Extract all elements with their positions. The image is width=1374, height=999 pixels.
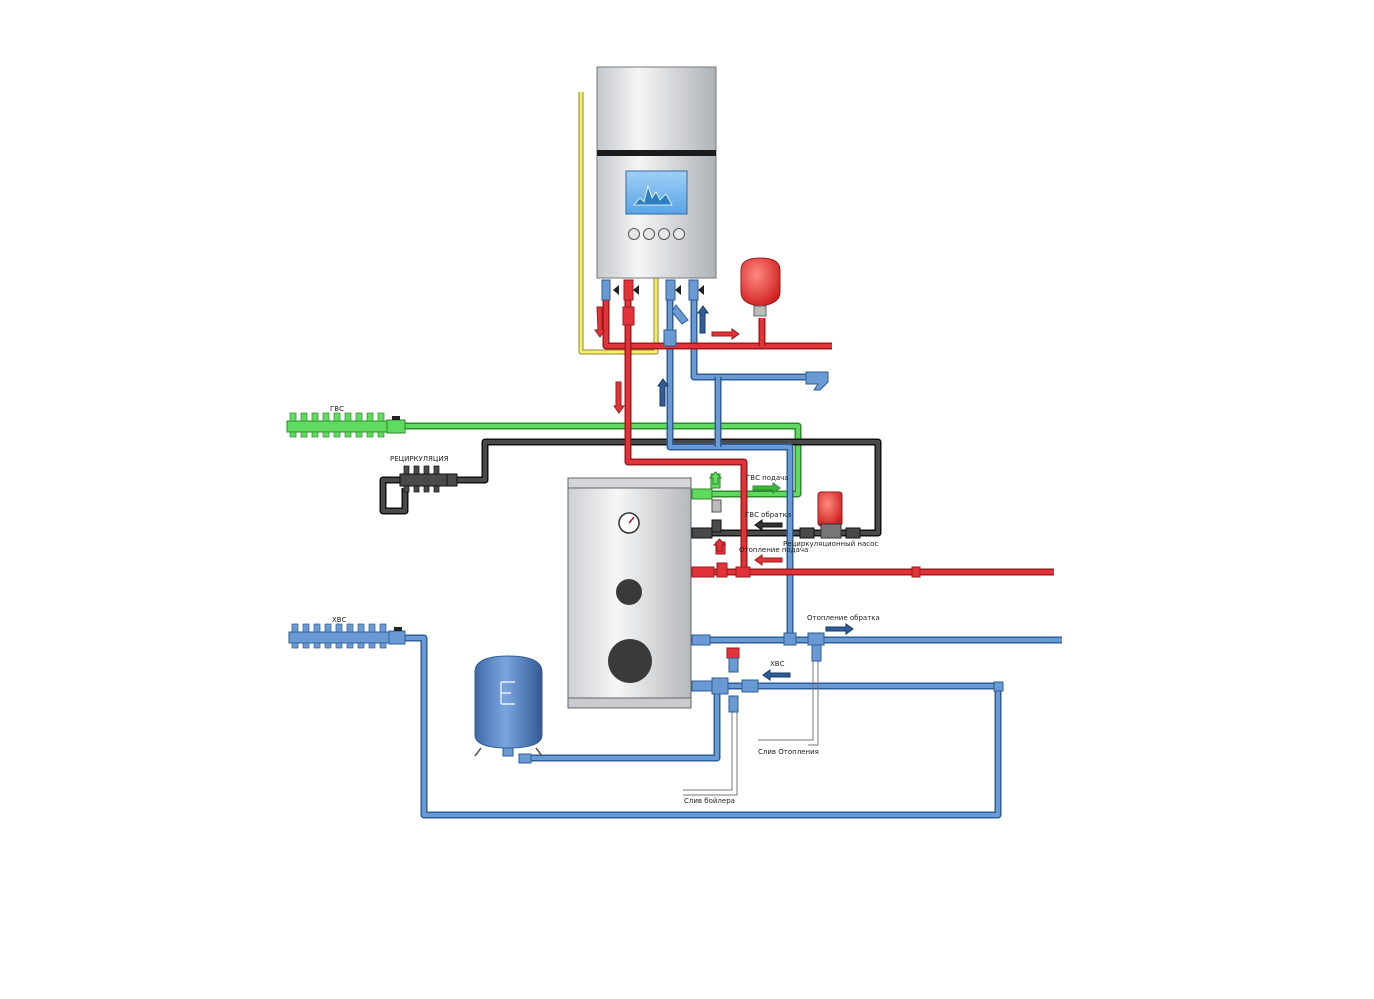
recirculation-manifold [399,465,458,493]
arrow-up-icon [657,378,669,407]
boiler-knob [643,228,655,240]
cold-expansion-vessel [474,655,543,764]
label-heating-supply: Отопление подача [739,546,808,554]
flame-icon [633,184,673,206]
wall-boiler [596,66,717,279]
drain-boiler-line [683,712,738,796]
label-recirculation: РЕЦИРКУЛЯЦИЯ [390,455,449,463]
flow-arrows [594,305,854,681]
label-gvs-return: ГВС обратка [745,511,791,519]
safety-valve-icon [726,647,740,659]
label-drain-boiler: Слив бойлера [684,797,735,805]
arrow-right-icon [711,328,740,340]
gvs-manifold [286,412,406,438]
boiler-knob [628,228,640,240]
arrow-right-icon [825,623,854,635]
boiler-knob [673,228,685,240]
hot-pipes [602,290,1054,576]
label-xvs-inlet: ХВС [770,660,785,668]
drain-heating-line [808,660,819,746]
y-filter-icon [671,304,689,325]
labels: ГВС РЕЦИРКУЛЯЦИЯ ХВС ГВС подача ГВС обра… [330,405,880,805]
xvs-manifold [288,623,406,649]
arrow-down-icon [613,381,625,414]
label-drain-heating: Слив Отопления [758,748,819,756]
heating-expansion-tank [740,257,781,317]
arrow-right-icon [752,482,781,494]
label-gvs: ГВС [330,405,344,413]
cold-pipes [405,290,1062,819]
boiler-valves [601,279,704,347]
label-xvs-manifold: ХВС [332,616,347,624]
strainer-icon [805,371,829,391]
recirculation-pump [799,491,861,539]
arrow-down-icon [594,306,606,338]
arrow-up-icon [697,305,709,334]
label-gvs-supply: ГВС подача [746,474,789,482]
label-heating-return: Отопление обратка [807,614,880,622]
boiler-knob [658,228,670,240]
arrow-left-icon [754,554,783,566]
dhw-pipe [405,422,802,498]
tank-fittings [691,473,1004,713]
arrow-left-icon [754,519,783,531]
storage-tank [567,477,692,709]
label-recirc-pump: Рециркуляционный насос [783,540,878,548]
arrow-left-icon [762,669,791,681]
